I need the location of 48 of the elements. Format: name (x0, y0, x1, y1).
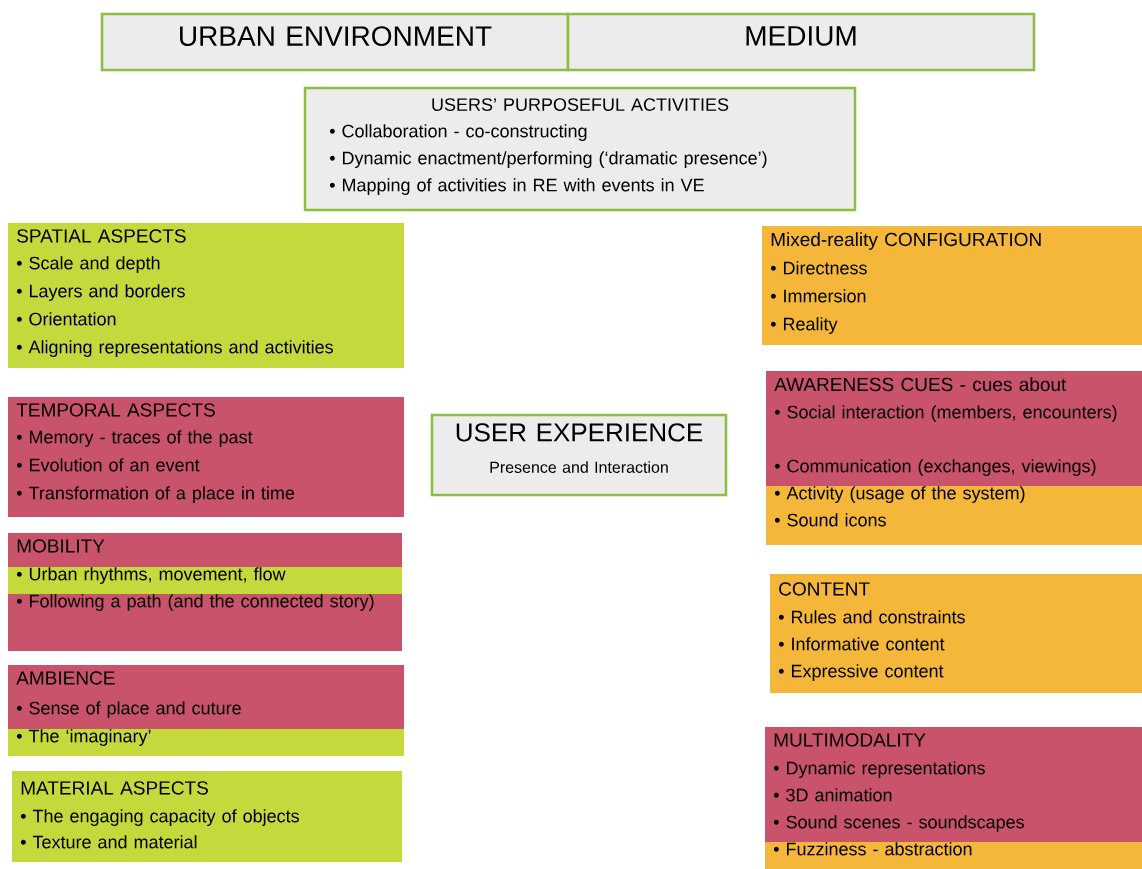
category-box: SPATIAL ASPECTS • Scale and depth • Layers and borders • Orientation • Aligning representations and activities (8, 223, 404, 368)
node-label: TEMPORAL ASPECTS (16, 403, 215, 417)
node-label: • Communication (exchanges, viewings) (774, 459, 1096, 476)
node-label: • Transformation of a place in time (16, 486, 295, 503)
node-label: SPATIAL ASPECTS (17, 229, 186, 243)
category-box: MATERIAL ASPECTS • The engaging capacity of objects • Texture and material (12, 771, 402, 862)
node-label: • Activity (usage of the system) (774, 486, 1025, 503)
node-label: • Sense of place and cuture (16, 701, 241, 718)
header-box: MEDIUM (566, 12, 1036, 72)
node-label: • Sound icons (774, 513, 886, 527)
node-label: • 3D animation (773, 788, 892, 802)
node-label: AWARENESS CUES - cues about (774, 377, 1067, 392)
node-label: • Social interaction (members, encounters) (774, 405, 1117, 422)
node-label: • Sound scenes - soundscapes (773, 815, 1024, 832)
node-label: • Scale and depth (16, 256, 160, 273)
node-label: MULTIMODALITY (774, 733, 926, 747)
node-label: • The ‘imaginary’ (16, 729, 151, 746)
central-box: USER EXPERIENCE Presence and Interaction (430, 413, 728, 497)
node-label: Mixed-reality CONFIGURATION (771, 232, 1041, 250)
category-box: TEMPORAL ASPECTS • Memory - traces of the past • Evolution of an event • Transformation of a place in time (8, 397, 404, 517)
node-label: • The engaging capacity of objects (20, 809, 299, 826)
node-label: AMBIENCE (16, 671, 115, 685)
category-box: Mixed-reality CONFIGURATION • Directness • Immersion • Reality (762, 226, 1142, 345)
node-label: CONTENT (779, 582, 870, 596)
node-label: • Dynamic representations (773, 761, 985, 778)
node-label: • Reality (770, 317, 838, 334)
header-box: URBAN ENVIRONMENT (100, 12, 570, 72)
node-label: • Expressive content (778, 664, 944, 681)
node-label: • Fuzziness - abstraction (773, 842, 972, 856)
node-label: • Evolution of an event (16, 458, 200, 472)
category-box: MULTIMODALITY • Dynamic representations • 3D animation • Sound scenes - soundscapes • Fuzziness - abstraction (765, 727, 1142, 869)
category-box: CONTENT • Rules and constraints • Informative content • Expressive content (770, 574, 1142, 693)
node-label: • Directness (770, 261, 867, 275)
node-label: MOBILITY (17, 539, 105, 553)
node-label: • Orientation (16, 312, 116, 326)
node-label: • Texture and material (20, 835, 197, 849)
category-box: AMBIENCE • Sense of place and cuture • The ‘imaginary’ (8, 665, 404, 756)
category-box: AWARENESS CUES - cues about • Social interaction (members, encounters) • Communication (exchanges, viewings) • Activity (usage of the system) • Sound icons (766, 371, 1142, 545)
node-label: MATERIAL ASPECTS (21, 781, 208, 795)
node-label: • Immersion (770, 289, 866, 303)
activity-box: USERS’ PURPOSEFUL ACTIVITIES • Collaboration - co-constructing • Dynamic enactment/performing (‘dramatic presence’) • Mapping of activities in RE with events in VE (303, 86, 857, 212)
node-label: • Layers and borders (16, 284, 185, 301)
node-label: • Rules and constraints (778, 610, 965, 624)
category-box: MOBILITY • Urban rhythms, movement, flow • Following a path (and the connected story) (8, 533, 402, 651)
node-label: • Aligning representations and activities (16, 340, 333, 357)
node-label: • Informative content (778, 637, 945, 651)
node-label: • Urban rhythms, movement, flow (16, 567, 286, 584)
node-label: • Memory - traces of the past (16, 430, 253, 447)
